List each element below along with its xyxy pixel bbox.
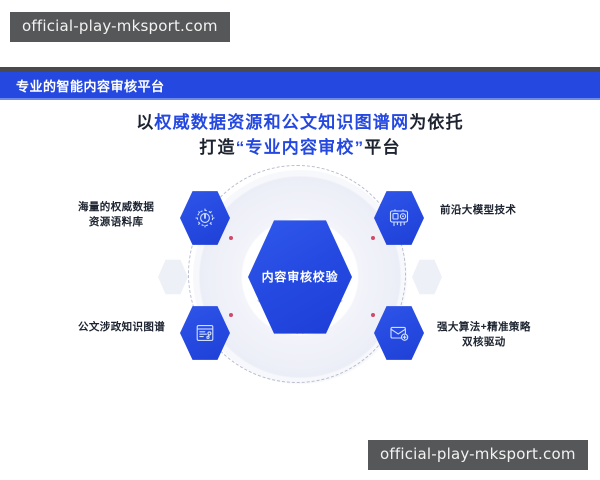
headline-line1-accent: 权威数据资源和公文知识图谱网 <box>154 113 410 132</box>
node-bottom-right-label: 强大算法+精准策略 双核驱动 <box>437 320 531 350</box>
connector-dot-top-right <box>371 236 375 240</box>
connector-dot-top-left <box>229 236 233 240</box>
node-bottom-left-label-line1: 公文涉政知识图谱 <box>78 321 166 333</box>
headline-line-1: 以权威数据资源和公文知识图谱网为依托 <box>0 110 600 135</box>
headline-line2-lead: 打造 <box>199 138 236 157</box>
header-underline <box>0 98 600 100</box>
node-top-right-label: 前沿大模型技术 <box>440 203 516 218</box>
connector-dot-bottom-left <box>229 313 233 317</box>
headline-line1-tail: 为依托 <box>409 113 464 132</box>
node-bottom-right-label-line1: 强大算法+精准策略 <box>437 321 531 333</box>
headline-line-2: 打造“专业内容审校”平台 <box>0 135 600 160</box>
connector-dot-bottom-right <box>371 313 375 317</box>
watermark-bottom: official-play-mksport.com <box>368 440 588 470</box>
header-bar <box>0 72 600 98</box>
node-bottom-right-label-line2: 双核驱动 <box>462 336 506 348</box>
node-top-left-label: 海量的权威数据 资源语料库 <box>78 200 154 230</box>
node-top-right-label-line1: 前沿大模型技术 <box>440 204 517 216</box>
node-top-left-label-line1: 海量的权威数据 <box>78 201 155 213</box>
page-title: 专业的智能内容审核平台 <box>16 79 165 94</box>
watermark-top: official-play-mksport.com <box>10 12 230 42</box>
headline-line2-accent: “专业内容审校” <box>235 138 365 157</box>
center-hexagon[interactable] <box>248 220 352 334</box>
header-top-strip <box>0 67 600 72</box>
node-top-left-label-line2: 资源语料库 <box>88 216 144 228</box>
headline-line1-lead: 以 <box>136 113 155 132</box>
hexagon-diagram <box>0 160 600 410</box>
headline-block: 以权威数据资源和公文知识图谱网为依托 打造“专业内容审校”平台 <box>0 110 600 160</box>
decorative-hexagon-right <box>412 259 442 295</box>
node-bottom-left-label: 公文涉政知识图谱 <box>78 320 165 335</box>
decorative-hexagon-left <box>158 259 188 295</box>
headline-line2-tail: 平台 <box>364 138 401 157</box>
diagram-dashed-ring <box>188 165 406 383</box>
center-hexagon-label: 内容审核校验 <box>261 270 339 284</box>
